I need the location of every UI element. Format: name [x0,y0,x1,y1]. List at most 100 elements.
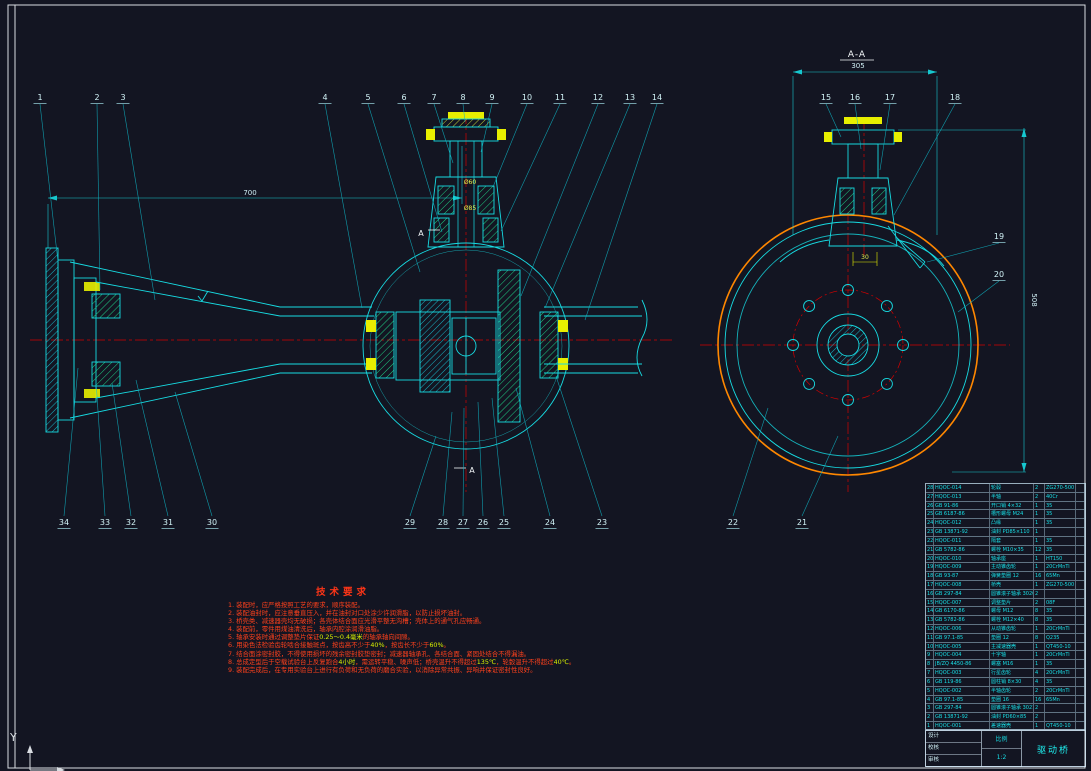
callout-number: 4 [322,93,327,102]
bom-cell: 差速器壳 [990,721,1034,729]
bom-cell: 1 [1034,519,1045,528]
callout-leader [462,407,465,517]
bom-cell: 油封 PD85×110 [990,528,1034,536]
bom-cell [1045,704,1076,713]
bom-cell: 1 [926,721,934,729]
bom-cell: 1 [1034,554,1045,563]
bom-cell [1076,545,1085,554]
bom-cell [1045,713,1076,721]
bom-cell: 35 [1045,677,1076,686]
bom-cell: 9 [926,651,934,660]
callout-leader [520,103,599,297]
sheet-frame [7,4,1086,769]
bom-cell: 2 [1034,484,1045,492]
bom-cell: 23 [927,528,934,536]
section-label: A-A [848,50,866,60]
callout-leader [500,103,561,232]
bom-cell [1076,660,1085,669]
callout-number: 5 [365,93,370,102]
callout-number: 18 [950,93,960,102]
bom-cell: 1 [1034,510,1045,519]
bom-cell: 20CrMnTi [1045,625,1076,633]
bom-cell: 2 [1034,686,1045,695]
callout-number: 14 [652,93,662,102]
callout-leader [515,387,551,517]
main-section-view [45,112,648,469]
bom-cell: 圆锥滚子轴承 30210 [991,704,1034,713]
bom-cell [1076,510,1085,519]
bom-cell: 1 [1034,721,1045,729]
bom-cell: 26 [927,501,934,510]
bom-cell: 08F [1045,598,1076,607]
bom-cell: 18 [927,572,934,580]
design-label: 设计 [926,731,981,743]
bom-cell: 4 [1034,677,1045,686]
bom-cell: 65Mn [1045,695,1076,704]
callout-leader [324,103,363,309]
title-block: 设计 校核 审核 比例 1:2 驱动桥 [925,730,1086,767]
bom-cell: 1 [1034,528,1045,536]
callout-leader [39,103,59,263]
bom-cell: 11 [927,633,934,642]
bom-cell [1076,528,1085,536]
tech-requirement-item: 桥壳类、减速器壳均无破损；各壳体结合面应光滑平整无沟槽；壳体上的通气孔应畅通。 [236,617,486,626]
callout-number: 8 [460,93,465,102]
callout-leader [492,103,528,188]
bom-cell: 17 [927,580,934,589]
bom-cell: 螺栓 M12×40 [990,616,1034,624]
bom-cell: 28 [927,484,934,492]
right-axle-tube [544,299,648,377]
callout-leader [584,103,658,321]
bom-cell [1076,651,1085,660]
center-hub [816,313,880,377]
callout-leader [95,380,106,517]
bom-cell: ZG270-500 [1046,580,1076,589]
bom-cell [1076,589,1085,598]
bom-cell: 1 [1034,563,1045,572]
callout-number: 30 [207,518,217,527]
bom-cell: 螺塞 M16 [990,660,1034,669]
callout-leader [801,435,839,517]
bom-cell: HQOC-003 [934,669,990,677]
bom-cell: 65Mn [1045,572,1076,580]
callout-leader [63,367,79,517]
bom-cell: 垫圈 16 [990,695,1034,704]
dim-text-d85: Ø85 [464,205,477,212]
bom-cell [1076,686,1085,695]
callout-number: 24 [545,518,555,527]
bom-cell: 3 [926,704,934,713]
bom-cell [1045,589,1076,598]
section-plane-marks [428,229,466,469]
callout-number: 28 [438,518,448,527]
bom-cell [1076,536,1085,545]
bom-cell [1076,713,1085,721]
brake-drum-outer [717,214,979,476]
bom-cell: 20CrMnTi [1045,563,1076,572]
centerlines [30,112,1010,492]
bom-cell: GB 6187-86 [934,510,990,519]
drawing-title: 驱动桥 [1036,745,1070,756]
bom-cell: 主减速器壳 [990,642,1034,651]
bom-cell: GB 297-84 [934,589,990,598]
bom-cell: 16 [1034,572,1045,580]
bom-cell [1076,669,1085,677]
callout-leader [442,411,453,517]
bom-cell: GB 13871-92 [934,528,990,536]
wheel-hub-flange [45,247,121,433]
section-arrow-bottom: A [469,466,475,475]
dim-text-508: 508 [1030,293,1038,306]
bom-cell: 螺栓 M10×35 [990,545,1034,554]
